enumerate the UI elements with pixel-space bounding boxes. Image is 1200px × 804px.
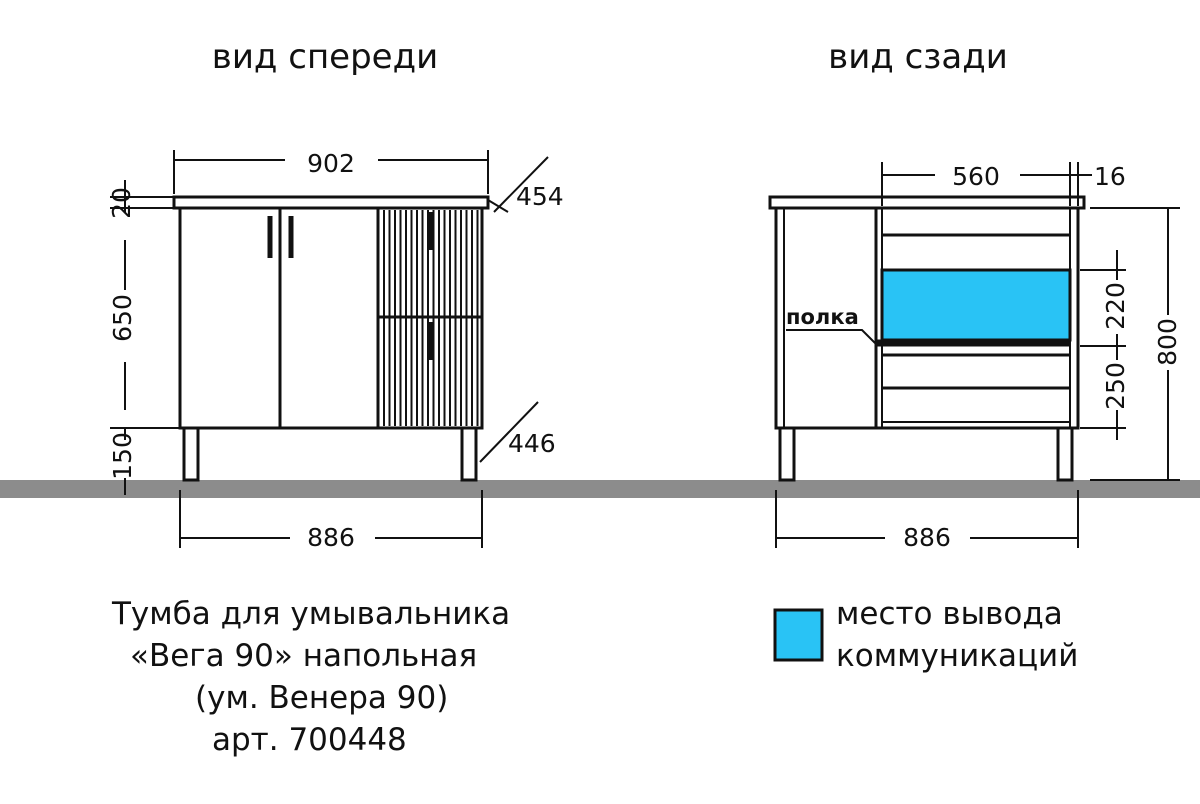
caption-line-3: (ум. Венера 90) <box>195 680 448 716</box>
back-dim-16: 16 <box>1094 162 1126 191</box>
caption-line-1: Тумба для умывальника <box>111 596 510 632</box>
front-dim-20: 20 <box>107 187 136 219</box>
shelf-leader-line <box>786 329 879 347</box>
front-dim-454: 454 <box>516 182 564 211</box>
front-dimensions <box>110 150 549 548</box>
front-dim-150: 150 <box>108 432 137 480</box>
front-countertop <box>172 195 490 210</box>
legend-line-1: место вывода <box>836 596 1063 632</box>
back-view-title: вид сзади <box>828 37 1008 77</box>
shelf-label: полка <box>786 305 859 329</box>
back-dimensions <box>775 162 1180 548</box>
front-dim-446: 446 <box>508 429 556 458</box>
back-dim-886: 886 <box>903 523 951 552</box>
back-view <box>768 195 1086 482</box>
back-dim-220: 220 <box>1101 282 1130 330</box>
legend-swatch <box>773 608 824 662</box>
floor-line <box>0 480 1200 498</box>
legend-line-2: коммуникаций <box>836 638 1078 674</box>
front-leg-right <box>460 426 478 482</box>
front-view-title: вид спереди <box>212 37 438 77</box>
back-dim-250: 250 <box>1101 362 1130 410</box>
back-shelf <box>875 339 1071 347</box>
front-dim-902: 902 <box>307 149 355 178</box>
caption-line-4: арт. 700448 <box>212 722 407 758</box>
back-countertop <box>768 195 1086 210</box>
front-dim-650: 650 <box>108 294 137 342</box>
back-leg-left <box>778 426 796 482</box>
front-view <box>172 195 490 482</box>
back-dim-560: 560 <box>952 162 1000 191</box>
front-leg-left <box>182 426 200 482</box>
front-dim-886: 886 <box>307 523 355 552</box>
back-leg-right <box>1056 426 1074 482</box>
communications-area <box>880 268 1072 342</box>
caption-line-2: «Вега 90» напольная <box>130 638 477 674</box>
back-dim-800: 800 <box>1153 318 1182 366</box>
